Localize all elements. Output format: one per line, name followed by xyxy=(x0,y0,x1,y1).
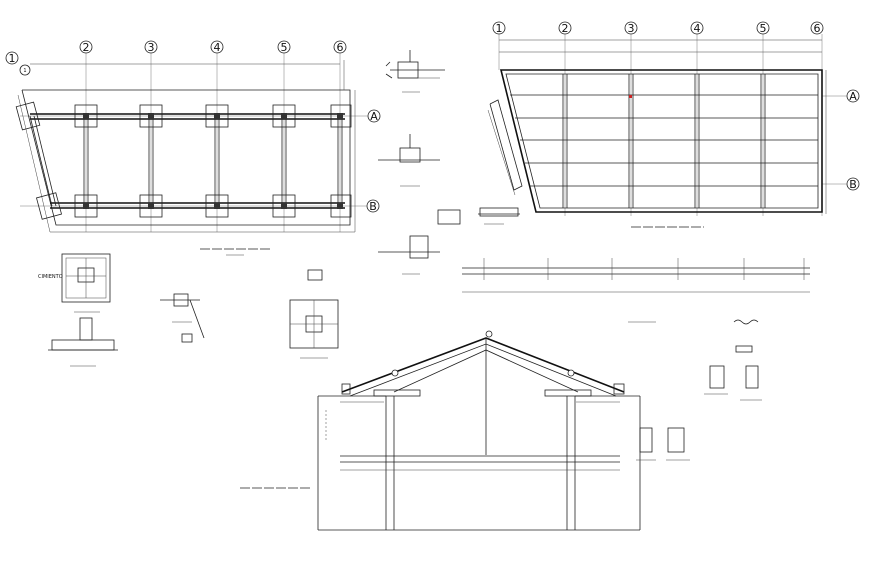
grid-bubble-4: 4 xyxy=(210,40,224,54)
roof-grid-bubble-4: 4 xyxy=(690,21,704,35)
svg-text:6: 6 xyxy=(814,22,821,35)
svg-text:2: 2 xyxy=(83,41,90,54)
grid-bubble-2: 2 xyxy=(79,40,93,54)
svg-text:A: A xyxy=(370,110,378,123)
roof-grid-bubble-2: 2 xyxy=(558,21,572,35)
svg-text:3: 3 xyxy=(148,41,155,54)
gable-section xyxy=(240,330,641,531)
footing-detail-label: CIMIENTO xyxy=(38,274,63,280)
roof-grid-bubble-5: 5 xyxy=(756,21,770,35)
grid-bubble-B: B xyxy=(366,199,380,213)
svg-text:B: B xyxy=(849,178,857,191)
accent-mark xyxy=(629,95,632,98)
grid-bubble-6: 6 xyxy=(333,40,347,54)
grid-bubble-1b: 1 xyxy=(19,64,31,76)
grid-bubble-1: 1 xyxy=(5,51,19,65)
roof-grid-bubble-3: 3 xyxy=(624,21,638,35)
svg-text:1: 1 xyxy=(9,52,16,65)
footing-detail: CIMIENTO xyxy=(38,253,118,367)
foundation-plan: 1 1 2 3 4 5 6 A xyxy=(5,40,381,256)
svg-text:1: 1 xyxy=(23,68,26,74)
svg-text:2: 2 xyxy=(562,22,569,35)
roof-grid-bubble-B: B xyxy=(846,177,860,191)
grid-bubble-A: A xyxy=(367,109,381,123)
svg-text:5: 5 xyxy=(760,22,767,35)
roof-grid-bubble-1: 1 xyxy=(492,21,506,35)
grid-bubble-3: 3 xyxy=(144,40,158,54)
beam-elevation xyxy=(462,258,810,323)
svg-text:1: 1 xyxy=(496,22,503,35)
svg-text:B: B xyxy=(369,200,377,213)
grid-bubble-5: 5 xyxy=(277,40,291,54)
purlin-details xyxy=(636,319,762,461)
roof-grid-bubble-A: A xyxy=(846,89,860,103)
connection-details xyxy=(378,50,520,275)
svg-text:6: 6 xyxy=(337,41,344,54)
baseplate-detail xyxy=(289,269,339,359)
roof-grid-bubble-6: 6 xyxy=(810,21,824,35)
roof-framing-plan: 1 2 3 4 5 6 A B xyxy=(487,21,860,228)
svg-text:4: 4 xyxy=(694,22,701,35)
anchor-detail xyxy=(160,293,205,343)
svg-text:4: 4 xyxy=(214,41,221,54)
svg-text:5: 5 xyxy=(281,41,288,54)
svg-text:3: 3 xyxy=(628,22,635,35)
svg-text:A: A xyxy=(849,90,857,103)
